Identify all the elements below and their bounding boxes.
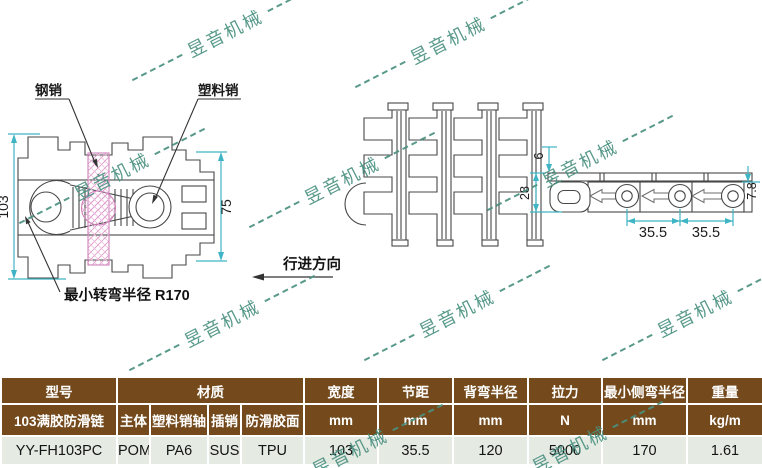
steel-pin-hatched [80,152,117,266]
side-view-dimensions: 6 28 7.8 35.5 35.5 [518,146,760,241]
front-view-drawing [17,136,215,279]
side-height-dim-text: 28 [518,186,532,200]
value-body-material: POM [116,435,151,466]
spec-table: 型号 材质 宽度 节距 背弯半径 拉力 最小侧弯半径 重量 103满胶防滑链 主… [0,376,762,466]
inner-height-dimension-75 [196,151,227,262]
value-min-side-bend-radius: 170 [601,435,688,466]
table-subheader-row: 103满胶防滑链 主体 塑料销轴 插销 防滑胶面 mm mm mm N mm k… [0,403,762,437]
min-turn-radius-note: 最小转弯半径 R170 [64,286,190,304]
engineering-drawing: 钢销 塑料销 103 75 [0,82,760,304]
value-tension: 5000 [527,435,603,466]
side-view-drawing [547,172,753,213]
subheader-weight-unit: kg/m [686,403,762,437]
subheader-width-unit: mm [303,403,379,437]
subheader-antiskid-surface: 防滑胶面 [240,403,305,437]
height-dimension-103 [8,133,66,280]
value-back-bend-radius: 120 [452,435,529,466]
perspective-view-drawing [344,102,544,247]
header-weight: 重量 [686,376,762,405]
travel-direction: 行进方向 [252,255,341,281]
header-material: 材质 [116,376,305,405]
subheader-back-bend-unit: mm [452,403,529,437]
value-width: 103 [303,435,379,466]
subheader-min-side-unit: mm [601,403,688,437]
value-weight: 1.61 [686,435,762,466]
pitch-dim-text-2: 35.5 [692,225,720,241]
subheader-pitch-unit: mm [377,403,454,437]
subheader-series: 103满胶防滑链 [0,403,118,437]
plastic-pin-label: 塑料销 [198,82,239,98]
header-min-side-bend-radius: 最小侧弯半径 [601,376,688,405]
side-plate-dim-text: 7.8 [745,182,759,199]
value-model: YY-FH103PC [0,435,118,466]
header-tension: 拉力 [527,376,603,405]
subheader-pin-shaft: 塑料销轴 [149,403,209,437]
height-dim-text: 103 [0,195,11,219]
side-top-dim-text: 6 [532,152,546,159]
header-pitch: 节距 [377,376,454,405]
value-antiskid-material: TPU [240,435,305,466]
header-width: 宽度 [303,376,379,405]
subheader-body: 主体 [116,403,151,437]
inner-height-dim-text: 75 [218,199,234,215]
value-latch-pin-material: SUS [207,435,242,466]
subheader-tension-unit: N [527,403,603,437]
value-pin-shaft-material: PA6 [149,435,209,466]
travel-direction-label: 行进方向 [282,255,341,273]
value-pitch: 35.5 [377,435,454,466]
table-header-row: 型号 材质 宽度 节距 背弯半径 拉力 最小侧弯半径 重量 [0,376,762,405]
front-view-annotations: 钢销 塑料销 103 75 [0,82,241,304]
pitch-dim-text-1: 35.5 [639,225,667,241]
table-data-row: YY-FH103PC POM PA6 SUS TPU 103 35.5 120 … [0,435,762,466]
steel-pin-label: 钢销 [35,82,62,98]
subheader-latch-pin: 插销 [207,403,242,437]
header-back-bend-radius: 背弯半径 [452,376,529,405]
travel-direction-arrow-icon [252,273,264,281]
header-model: 型号 [0,376,118,405]
